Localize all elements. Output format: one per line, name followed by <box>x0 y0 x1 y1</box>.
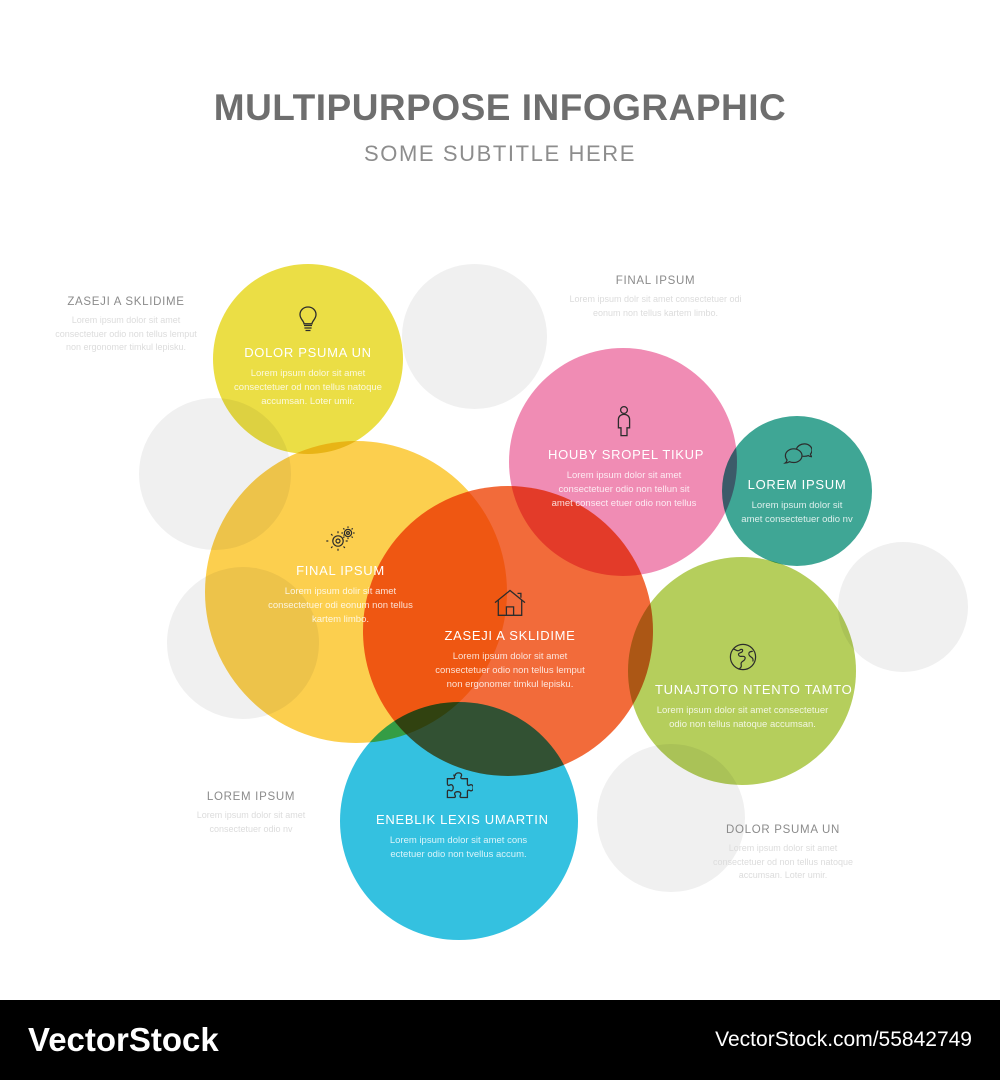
watermark-footer: VectorStock VectorStock.com/55842749 <box>0 1000 1000 1080</box>
outside-label-title-left-bottom: LOREM IPSUM <box>206 791 296 803</box>
vectorstock-logo: VectorStock <box>28 1021 219 1058</box>
ghost-circle-right <box>838 542 968 672</box>
bubble-teal[interactable] <box>722 416 872 566</box>
bubble-green[interactable] <box>628 557 856 785</box>
outside-label-title-right-bottom: DOLOR PSUMA UN <box>726 824 840 836</box>
vectorstock-url: VectorStock.com/55842749 <box>715 1028 972 1051</box>
page-header: MULTIPURPOSE INFOGRAPHIC SOME SUBTITLE H… <box>0 87 1000 167</box>
outside-label-left-top: ZASEJI A SKLIDIME Lorem ipsum dolor sit … <box>50 296 202 355</box>
bubble-blue[interactable] <box>340 702 578 940</box>
outside-label-title-right-top: FINAL IPSUM <box>615 275 696 287</box>
page-subtitle: SOME SUBTITLE HERE <box>363 140 637 166</box>
outside-label-desc-right-top: Lorem ipsum dolr sit amet consectetuer o… <box>569 294 742 318</box>
outside-label-desc-right-bottom: Lorem ipsum dolor sit amet consectetuer … <box>712 843 854 880</box>
outside-label-left-bottom: LOREM IPSUM Lorem ipsum dolor sit amet c… <box>181 791 321 836</box>
bubble-yellow[interactable] <box>213 264 403 454</box>
outside-label-title-left-top: ZASEJI A SKLIDIME <box>67 296 185 308</box>
outside-label-desc-left-bottom: Lorem ipsum dolor sit amet consectetuer … <box>196 810 306 834</box>
outside-label-right-bottom: DOLOR PSUMA UN Lorem ipsum dolor sit ame… <box>703 824 863 883</box>
infographic-canvas: DOLOR PSUMA UN Lorem ipsum dolor sit ame… <box>50 264 968 940</box>
outside-label-desc-left-top: Lorem ipsum dolor sit amet consectetuer … <box>55 315 197 352</box>
ghost-circle-top-right <box>402 264 547 409</box>
outside-label-right-top: FINAL IPSUM Lorem ipsum dolr sit amet co… <box>568 275 743 320</box>
page-title: MULTIPURPOSE INFOGRAPHIC <box>213 87 787 128</box>
